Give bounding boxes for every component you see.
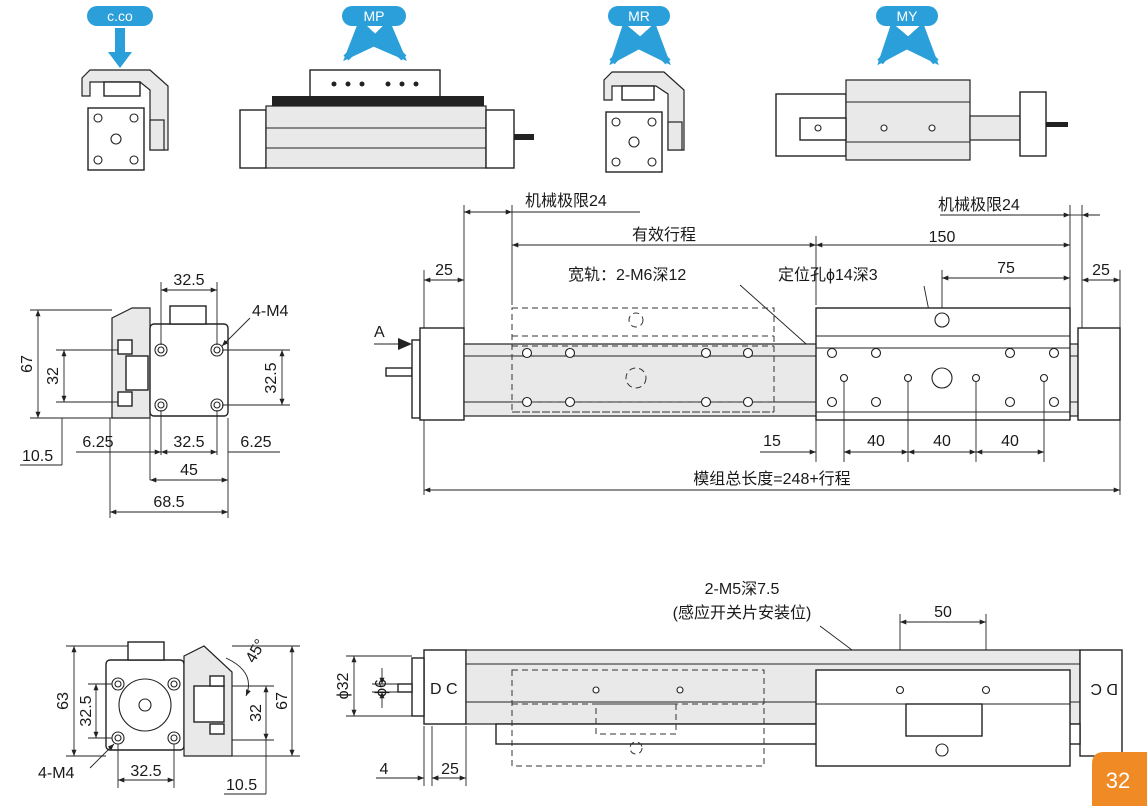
roll-arrow-icon <box>609 22 671 66</box>
total-length-label: 模组总长度=248+行程 <box>693 470 850 488</box>
end-dim-6-25-left: 6.25 <box>82 434 113 451</box>
cco-pill: c.co <box>87 6 153 26</box>
mp-rail-icon <box>272 96 484 106</box>
load-mr-icon-group: MR <box>603 6 685 173</box>
side-endcap-right <box>1079 649 1123 757</box>
cco-label: c.co <box>107 8 133 24</box>
top-view: 机械极限24 机械极限24 有效行程 150 25 25 75 宽轨：2-M6深… <box>374 192 1121 495</box>
mr-label: MR <box>628 8 650 24</box>
end-dim-6-25-right: 6.25 <box>240 434 271 451</box>
cco-coupler-icon <box>149 119 165 151</box>
end-dim-32-5-bottom: 32.5 <box>173 434 204 451</box>
my-carriage-icon <box>845 79 971 161</box>
cco-carriage-icon <box>103 81 141 97</box>
side-dim-phi32: ϕ32 <box>335 673 352 700</box>
motor-dim-45deg: 45° <box>243 637 270 666</box>
my-motor-icon <box>1019 91 1047 157</box>
dim-75-label: 75 <box>997 260 1015 277</box>
side-dim-phi6: ϕ6 <box>373 679 390 697</box>
my-pill: MY <box>876 6 938 26</box>
motor-hole-label: 4-M4 <box>38 765 75 782</box>
dim-40-3-label: 40 <box>1001 433 1019 450</box>
dim-15-label: 15 <box>763 433 781 450</box>
side-view: 2-M5深7.5 (感应开关片安装位) 50 D C D C <box>335 580 1123 786</box>
dim-25-left-label: 25 <box>435 262 453 279</box>
end-dim-32-5-top: 32.5 <box>173 272 204 289</box>
mp-carriage-icon <box>309 69 441 99</box>
locating-hole-icon <box>931 367 953 389</box>
motor-dim-63: 63 <box>55 692 72 710</box>
top-shaft-icon <box>385 367 413 377</box>
dim-150-label: 150 <box>929 229 956 246</box>
side-dim-25: 25 <box>441 761 459 778</box>
top-carriage-dashed <box>511 307 775 413</box>
arrow-a-label: A <box>374 324 385 341</box>
yaw-arrow-icon <box>877 22 939 66</box>
dim-25-right-label: 25 <box>1092 262 1110 279</box>
top-motor-block <box>419 327 465 421</box>
load-mp-icon-group: MP <box>239 6 534 169</box>
dim-40-1-label: 40 <box>867 433 885 450</box>
end-dim-32: 32 <box>45 367 62 385</box>
end-dim-32-5-right: 32.5 <box>263 362 280 393</box>
my-label: MY <box>897 8 919 24</box>
dc-left-label: D C <box>430 681 458 698</box>
end-hole-label: 4-M4 <box>252 303 289 320</box>
sensor-note-label: (感应开关片安装位) <box>673 603 812 622</box>
side-dim-4: 4 <box>380 761 389 778</box>
motor-view: 63 32.5 45° 32 67 4-M4 32.5 10.5 <box>38 637 300 795</box>
mp-motor-icon <box>485 109 515 169</box>
rail-screws <box>521 347 1060 408</box>
mech-limit-right-label: 机械极限24 <box>938 196 1020 214</box>
motor-dim-32-5-bottom: 32.5 <box>130 763 161 780</box>
down-arrow-icon <box>108 28 132 68</box>
end-dim-45: 45 <box>180 462 198 479</box>
dim-40-2-label: 40 <box>933 433 951 450</box>
effective-stroke-label: 有效行程 <box>632 226 696 244</box>
motor-dim-32: 32 <box>248 704 265 722</box>
dc-right-label: D C <box>1090 680 1118 697</box>
sensor-holes-label: 2-M5深7.5 <box>705 580 780 598</box>
mp-label: MP <box>364 8 385 24</box>
motor-dim-10-5: 10.5 <box>226 777 257 794</box>
side-endcap-left <box>423 649 467 725</box>
end-dim-10-5: 10.5 <box>22 448 53 465</box>
motor-dim-67: 67 <box>274 692 291 710</box>
load-cco-icon-group: c.co <box>81 6 169 171</box>
mp-body-icon <box>265 105 487 169</box>
motor-dim-32-5: 32.5 <box>78 695 95 726</box>
end-view: 32.5 4-M4 67 32 32.5 10.5 6.25 32.5 6.25… <box>19 272 290 518</box>
side-dim-50: 50 <box>934 604 952 621</box>
page-number-badge: 32 <box>1092 752 1147 806</box>
top-endcap-right <box>1077 327 1121 421</box>
mech-limit-left-label: 机械极限24 <box>525 192 607 210</box>
load-my-icon-group: MY <box>775 6 1068 161</box>
mr-carriage-icon <box>621 85 655 101</box>
wide-rail-label: 宽轨：2-M6深12 <box>568 266 686 284</box>
end-dim-67: 67 <box>19 355 36 373</box>
page-number: 32 <box>1106 768 1130 793</box>
end-dim-68-5: 68.5 <box>153 494 184 511</box>
locating-hole-label: 定位孔ϕ14深3 <box>778 266 878 284</box>
mr-coupler-icon <box>667 121 683 151</box>
pitch-arrow-icon <box>343 18 407 62</box>
mp-pill: MP <box>342 6 406 26</box>
mr-pill: MR <box>608 6 670 26</box>
mp-endcap-left-icon <box>239 109 267 169</box>
